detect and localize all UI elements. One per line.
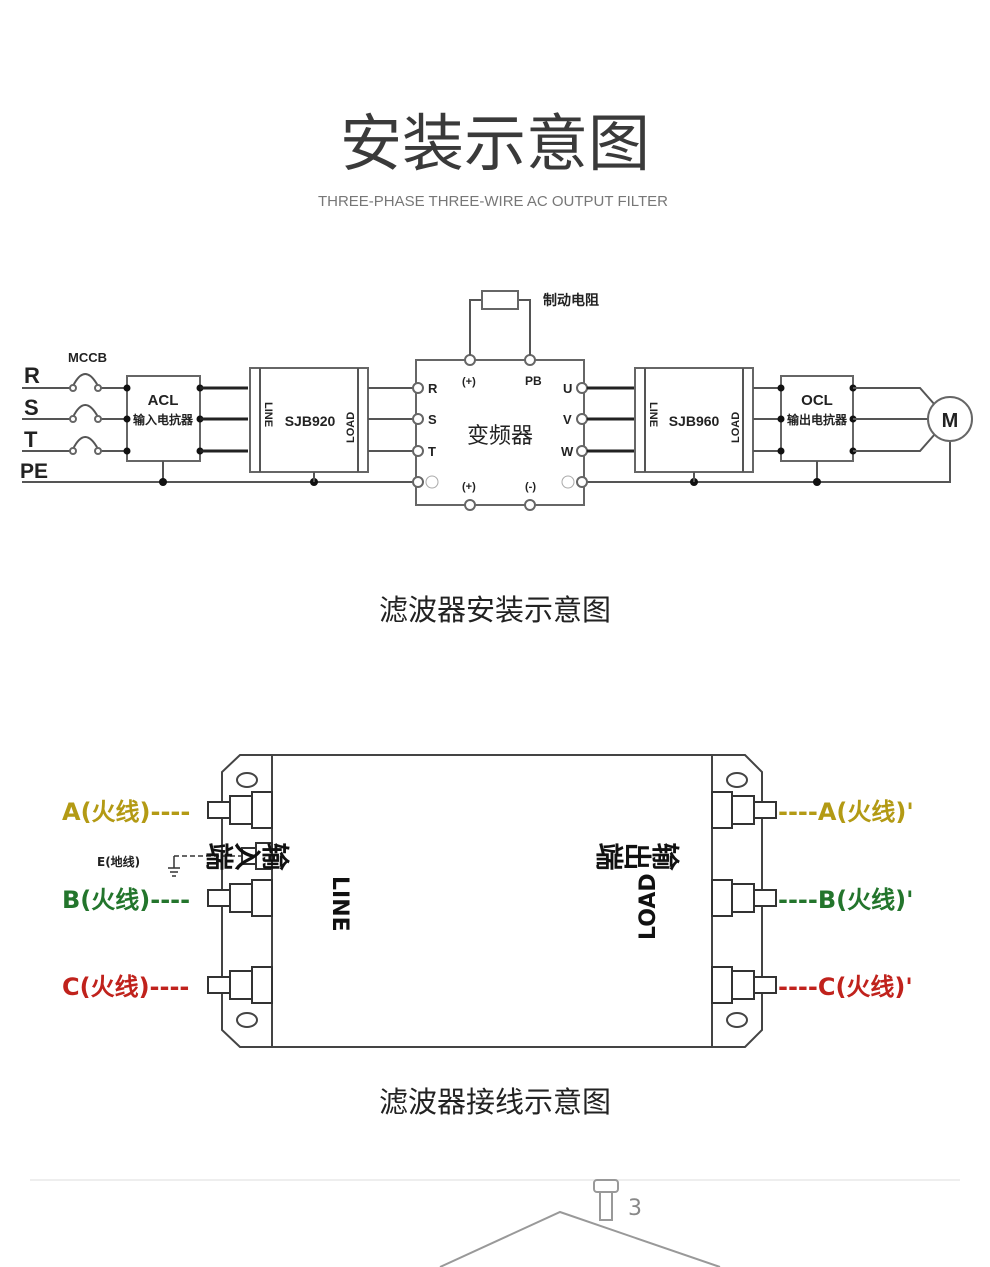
line-label: LINE [327, 876, 352, 932]
page-title: 安装示意图 [340, 107, 650, 180]
wiring-diagram: A(火线)---- B(火线)---- C(火线)---- E(地线) ----… [62, 754, 914, 1048]
wiring-caption: 滤波器接线示意图 [379, 1085, 611, 1119]
motor-label: M [942, 410, 959, 432]
input-filter-line: LINE [262, 402, 274, 427]
inverter-in-s: S [428, 412, 437, 427]
mccb-breaker [69, 373, 102, 455]
output-b-label: ----B(火线)' [778, 886, 913, 914]
load-label: LOAD [636, 873, 661, 940]
inverter-in-r: R [428, 381, 438, 396]
ocl-name: OCL [801, 392, 833, 409]
inverter-plus-bottom: (+) [462, 481, 476, 493]
inverter-terminals [412, 354, 588, 511]
input-c-label: C(火线)---- [62, 973, 189, 1001]
output-end-label: 输出端 [595, 839, 681, 872]
acl-desc: 输入电抗器 [133, 412, 194, 427]
input-a-label: A(火线)---- [62, 798, 190, 826]
input-b-label: B(火线)---- [62, 886, 190, 914]
acl-name: ACL [148, 392, 179, 409]
inverter-pb: PB [525, 374, 542, 388]
bottom-part-drawing [30, 1179, 960, 1267]
brake-resistor-icon [481, 290, 519, 310]
inverter-out-v: V [563, 412, 572, 427]
ground-icon [168, 855, 242, 877]
filter-body [221, 754, 763, 1048]
inverter-out-w: W [561, 444, 574, 459]
output-filter-line: LINE [647, 402, 659, 427]
inverter-name: 变频器 [467, 424, 533, 449]
line-label-t: T [24, 427, 38, 452]
part-number: 3 [628, 1196, 642, 1221]
input-filter-model: SJB920 [285, 413, 336, 429]
input-end-label: 输入端 [205, 839, 291, 872]
ground-label: E(地线) [97, 854, 140, 869]
output-filter-box [634, 367, 754, 473]
page-subtitle: THREE-PHASE THREE-WIRE AC OUTPUT FILTER [318, 193, 668, 210]
ocl-box [780, 375, 854, 462]
input-filter-box [249, 367, 369, 473]
line-label-r: R [24, 363, 40, 388]
install-caption: 滤波器安装示意图 [379, 593, 611, 627]
inverter-box [415, 359, 585, 506]
install-diagram: R S T PE MCCB ACL 输入电抗器 SJB920 LINE LOAD [20, 290, 973, 511]
inverter-out-u: U [563, 381, 572, 396]
input-filter-load: LOAD [345, 412, 357, 443]
mccb-label: MCCB [68, 350, 107, 365]
output-c-label: ----C(火线)' [778, 973, 913, 1001]
brake-resistor-label: 制动电阻 [543, 292, 599, 308]
motor-icon [927, 396, 973, 442]
output-a-label: ----A(火线)' [778, 798, 914, 826]
ocl-desc: 输出电抗器 [787, 412, 848, 427]
output-filter-load: LOAD [730, 412, 742, 443]
inverter-minus: (-) [525, 481, 536, 493]
inverter-plus-top: (+) [462, 376, 476, 388]
inverter-in-t: T [428, 444, 436, 459]
line-label-s: S [24, 395, 39, 420]
input-terminals [207, 791, 777, 1004]
output-filter-model: SJB960 [669, 413, 720, 429]
line-label-pe: PE [20, 460, 48, 483]
